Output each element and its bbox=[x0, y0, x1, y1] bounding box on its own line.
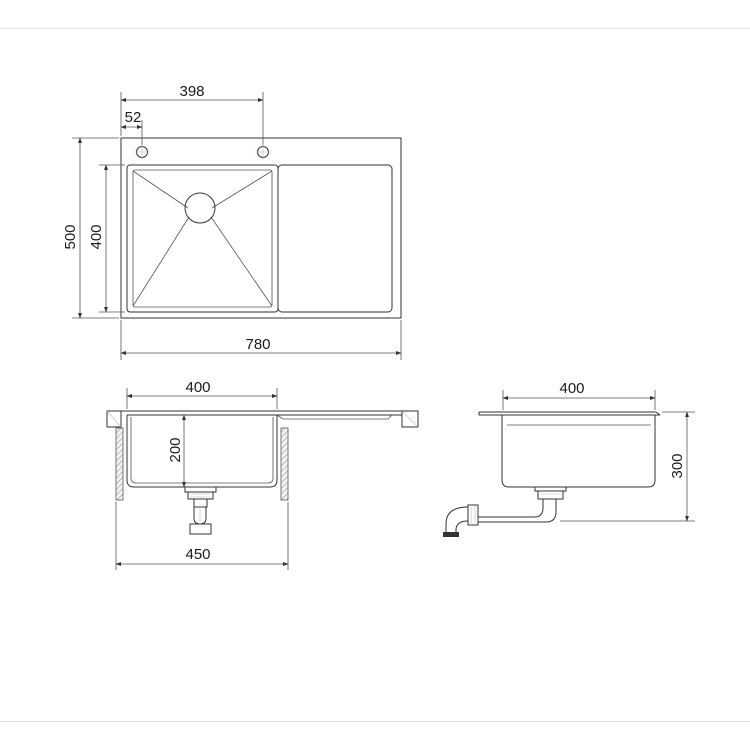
deck-outline bbox=[120, 137, 402, 319]
dim-tap-offset: 52 bbox=[125, 109, 142, 126]
bowl-profile-side bbox=[501, 415, 656, 488]
dim-tap-spacing: 398 bbox=[179, 83, 204, 100]
top-divider bbox=[0, 28, 750, 29]
dim-bowl-height: 200 bbox=[167, 437, 184, 462]
dim-cabinet-width: 450 bbox=[185, 546, 210, 563]
dim-front-bowl-width: 400 bbox=[185, 379, 210, 396]
dim-deck-depth: 500 bbox=[62, 224, 79, 249]
tap-hole-right bbox=[255, 144, 271, 160]
top-view: 398 52 500 400 780 bbox=[62, 83, 402, 360]
bowl-inner-outline bbox=[132, 169, 273, 308]
drain-assembly-side bbox=[443, 486, 567, 537]
bottom-divider bbox=[0, 721, 750, 722]
bowl-outline bbox=[126, 164, 279, 313]
worktop-left bbox=[106, 410, 122, 428]
dim-bowl-depth: 400 bbox=[88, 224, 105, 249]
bowl-profile-front bbox=[126, 415, 278, 488]
drain-assembly-front bbox=[184, 486, 217, 535]
dim-deck-width: 780 bbox=[245, 336, 270, 353]
drain-hole bbox=[184, 192, 216, 224]
front-view: 400 200 450 bbox=[106, 379, 419, 570]
dim-total-height: 300 bbox=[669, 453, 686, 478]
side-view: 400 300 bbox=[443, 380, 695, 537]
cabinet-wall-left bbox=[115, 427, 124, 501]
worktop-right bbox=[401, 410, 419, 428]
drainboard-outline bbox=[277, 164, 393, 313]
tap-hole-left bbox=[134, 144, 150, 160]
cabinet-wall-right bbox=[280, 427, 289, 501]
dim-side-bowl-width: 400 bbox=[559, 380, 584, 397]
